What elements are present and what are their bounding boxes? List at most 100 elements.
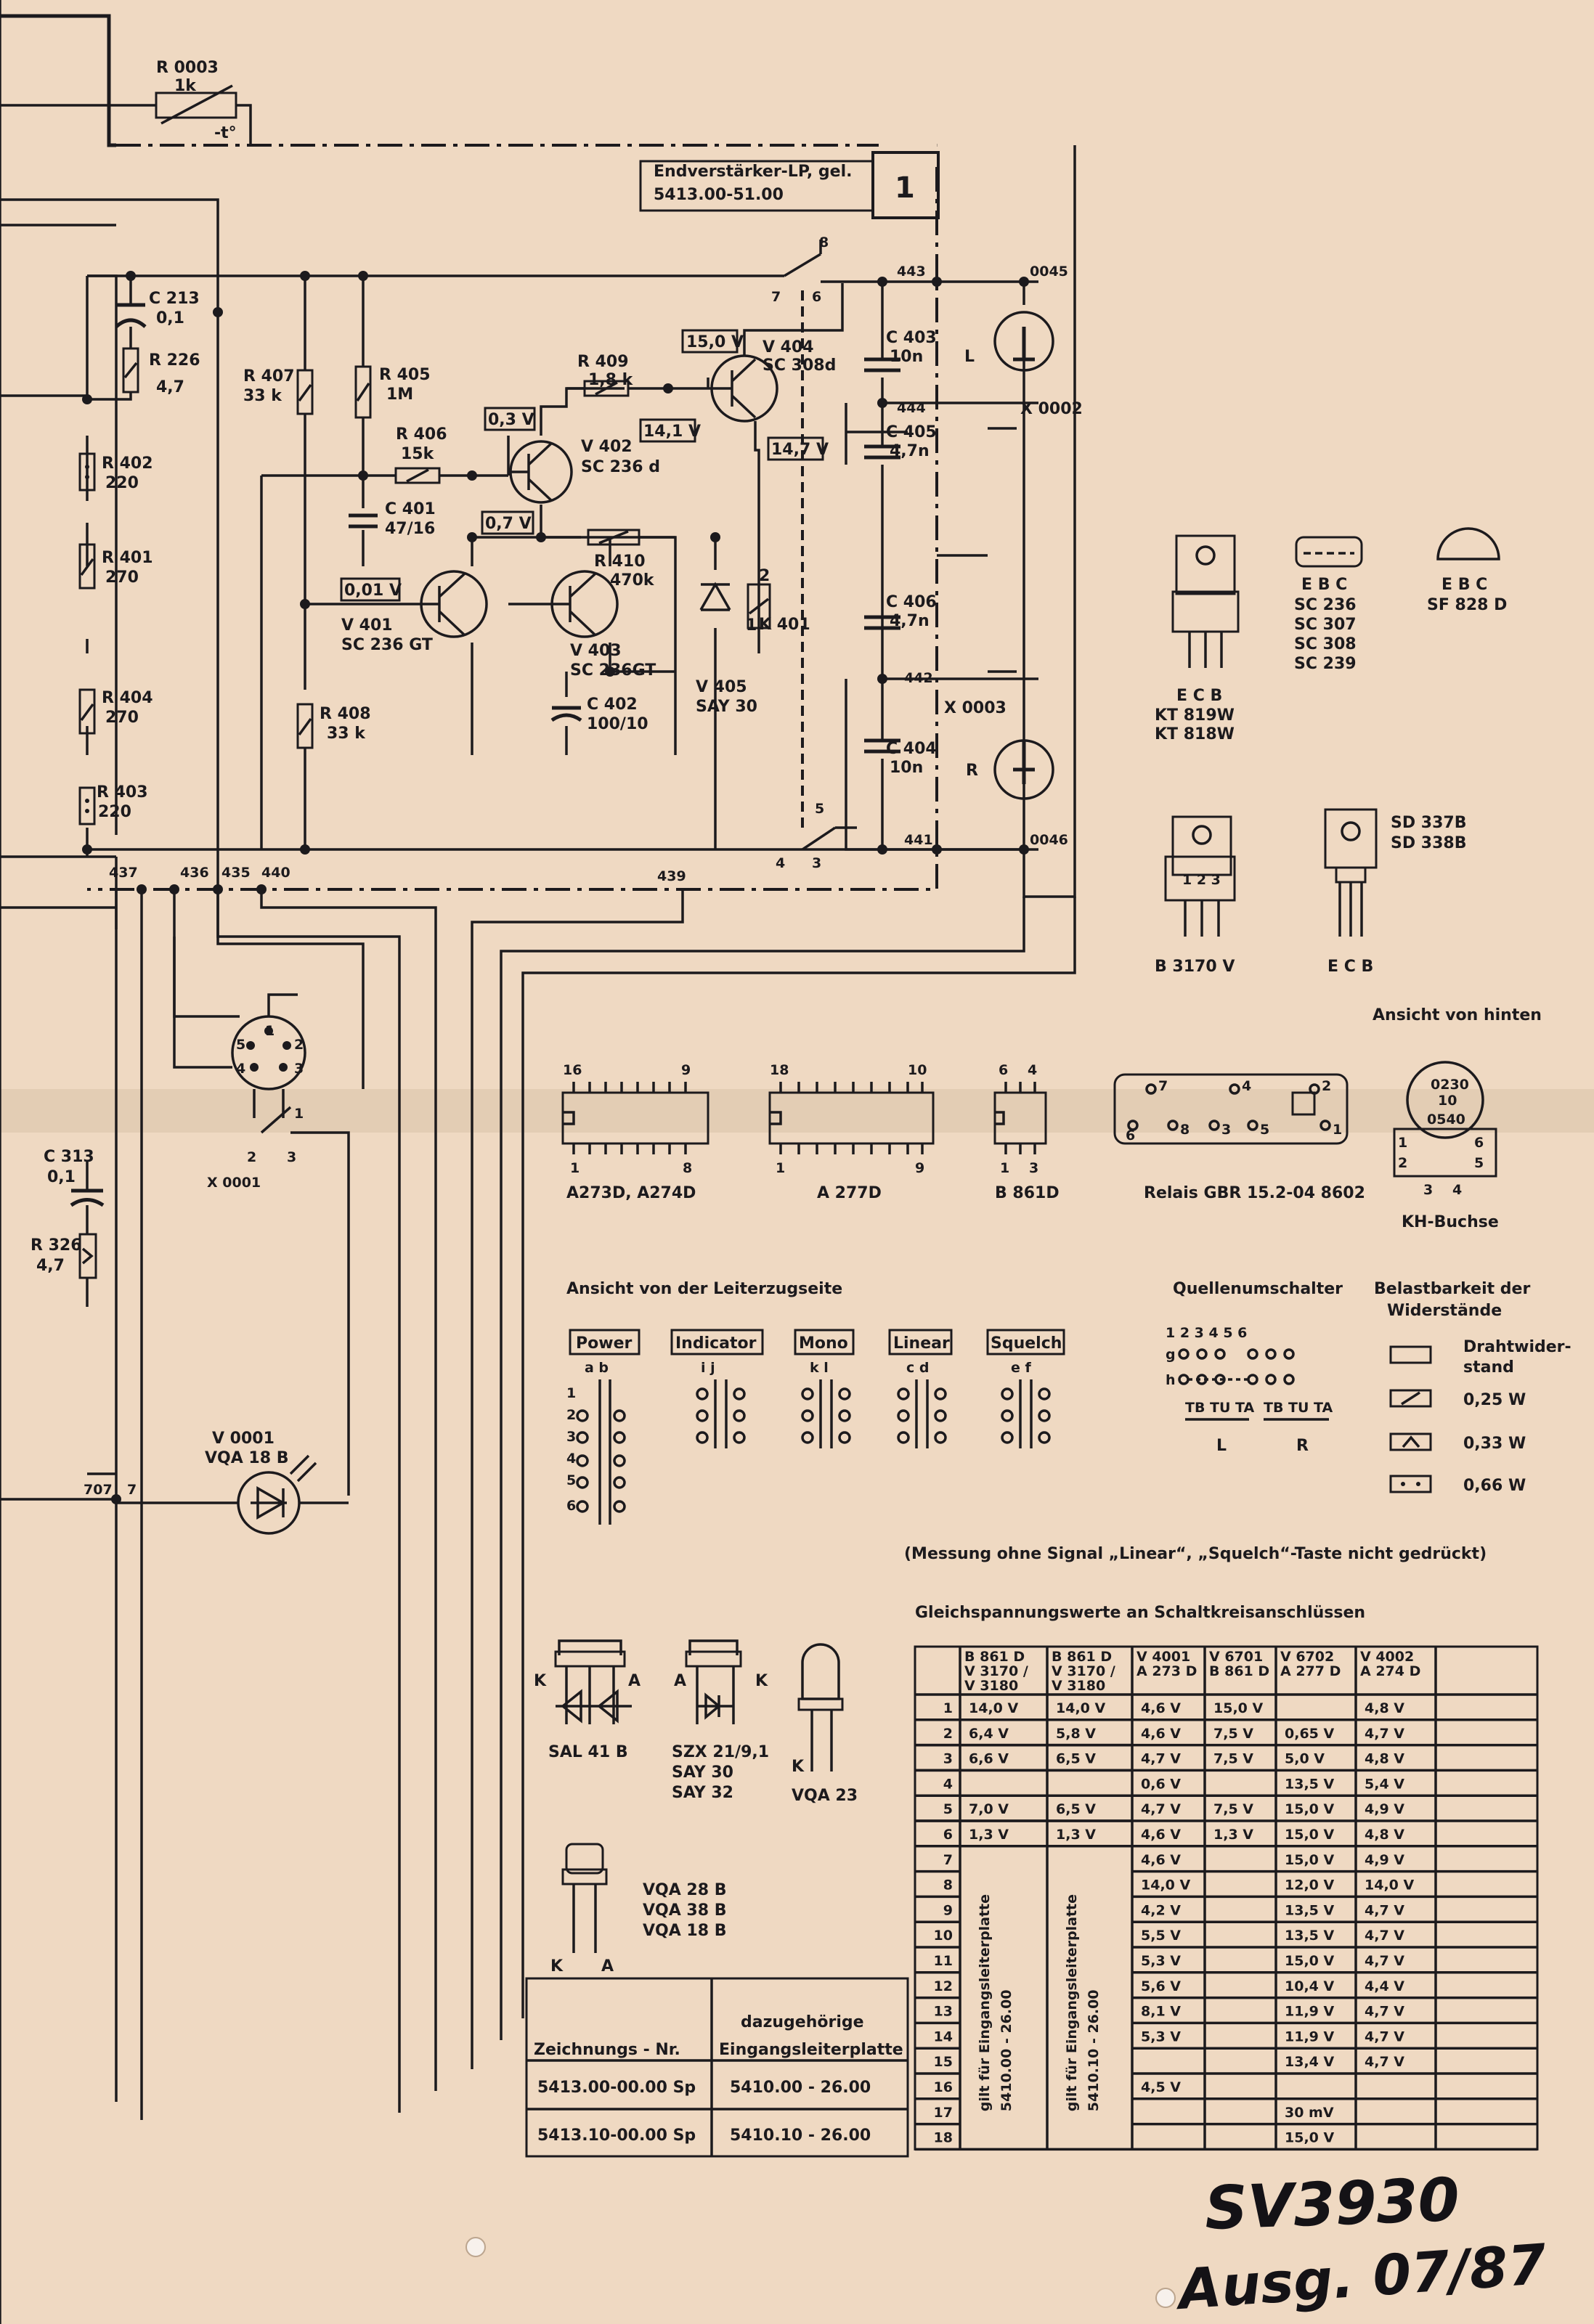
dc-table-cell: 4,7 V <box>1365 1726 1404 1742</box>
package-kt819: E C B KT 819W KT 818W <box>1155 534 1240 743</box>
ic1-pin16: 16 <box>563 1062 582 1078</box>
dc-table-cell: 4,9 V <box>1365 1801 1404 1817</box>
pkg-sf828-pins: E B C <box>1441 576 1487 594</box>
relay-pin7: 7 <box>1158 1078 1168 1094</box>
c403-ref: C 403 <box>886 329 937 347</box>
voltage-15v: 15,0 V <box>686 333 744 351</box>
switch-power-row1: 1 <box>566 1385 576 1401</box>
pkg-kt818-name: KT 818W <box>1155 725 1235 743</box>
r406-value: 15k <box>401 445 435 463</box>
ic3-pin6: 6 <box>999 1062 1008 1078</box>
relay-pin1: 1 <box>1333 1122 1342 1138</box>
junction-dots <box>82 271 1029 1504</box>
dc-table-cell: 4,9 V <box>1365 1852 1404 1868</box>
switch-indicator: Indicator i j <box>670 1329 764 1448</box>
node-0046: 0046 <box>1030 832 1068 848</box>
kh-name: KH-Buchse <box>1402 1213 1499 1231</box>
dc-table-pin-number: 10 <box>934 1928 953 1944</box>
header-title: Endverstärker-LP, gel. <box>654 163 853 181</box>
c401-value: 47/16 <box>385 520 435 538</box>
switch-mono-cols: k l <box>810 1360 829 1376</box>
kh-top: 0230 <box>1431 1077 1469 1093</box>
header-drawing-no: 5413.00-51.00 <box>654 186 784 204</box>
x0001-pin-1: 1 <box>294 1106 304 1122</box>
node-443: 443 <box>897 264 926 280</box>
component-r402: R 402 220 <box>78 452 153 492</box>
voltage-0-01v: 0,01 V <box>344 582 402 600</box>
pkg-sd337: SD 337B <box>1391 814 1466 832</box>
model-stamp: SV3930 <box>1203 2166 1460 2243</box>
c313-ref: C 313 <box>44 1148 94 1166</box>
pkg-sf828-name: SF 828 D <box>1427 596 1507 614</box>
dc-table-header-cell: V 3180 <box>1052 1678 1105 1694</box>
relay-pin4: 4 <box>1242 1078 1251 1094</box>
r401-value: 270 <box>105 568 139 587</box>
c402-value: 100/10 <box>587 715 648 733</box>
led-vqa23: K VQA 23 <box>792 1643 858 1805</box>
ic2-pin1: 1 <box>776 1160 785 1176</box>
component-r404: R 404 270 <box>78 688 153 735</box>
dc-table-cell: 4,7 V <box>1141 1801 1181 1817</box>
dc-table-pin-number: 6 <box>943 1827 953 1843</box>
node-440: 440 <box>261 865 290 881</box>
sal41b-k: K <box>534 1672 547 1690</box>
x0001-pin-3: 3 <box>287 1149 296 1165</box>
dc-table-cell: 1,3 V <box>969 1827 1009 1843</box>
transistor-v403: V 403 SC 236GT <box>550 570 656 680</box>
dc-table-cell: 1,3 V <box>1213 1827 1253 1843</box>
v404-type: SC 308d <box>763 356 836 375</box>
switch-power-row2: 2 <box>566 1407 576 1423</box>
dc-table-cell: 7,5 V <box>1213 1751 1253 1767</box>
r410-value: 470k <box>610 571 655 590</box>
dc-table-cell: 14,0 V <box>1365 1877 1414 1893</box>
dc-table-pin-number: 12 <box>934 1978 953 1994</box>
switch-linear-cols: c d <box>906 1360 929 1376</box>
component-r410: R 410 470k <box>587 529 655 590</box>
source-switch-tb-r: TB TU TA <box>1264 1400 1333 1416</box>
r410-ref: R 410 <box>594 553 646 571</box>
main-circuit-wires <box>86 145 1076 2120</box>
package-b3170: 1 2 3 B 3170 V <box>1155 815 1236 976</box>
relay-pin6: 6 <box>1126 1128 1135 1143</box>
relay-pin5: 5 <box>1260 1122 1269 1138</box>
node-435: 435 <box>221 865 251 881</box>
legend-wire-1: Drahtwider- <box>1463 1338 1571 1356</box>
v401-ref: V 401 <box>341 616 393 635</box>
dc-table-cell: 13,5 V <box>1285 1928 1334 1944</box>
dc-table-header-cell: V 4001 <box>1136 1649 1190 1665</box>
node-437: 437 <box>109 865 138 881</box>
switch-pin-4: 4 <box>776 855 785 871</box>
din-pin-3: 3 <box>294 1061 304 1077</box>
jack-left-label: L <box>964 348 975 366</box>
dc-table-cell: 5,3 V <box>1141 1953 1181 1969</box>
drawing-table-h2: dazugehörige <box>741 2013 864 2031</box>
pkg-b3170-name: B 3170 V <box>1155 958 1235 976</box>
kh-b3: 3 <box>1423 1182 1433 1198</box>
dc-table-pin-number: 7 <box>943 1852 953 1868</box>
dc-table-pin-number: 2 <box>943 1726 953 1742</box>
header-title-block: Endverstärker-LP, gel. 5413.00-51.00 1 <box>639 151 940 219</box>
din-pin-5: 5 <box>236 1037 245 1053</box>
vqa-name-1: VQA 28 B <box>643 1881 726 1899</box>
kh-socket: 0230 10 0540 1 6 2 5 3 4 KH-Buchse <box>1393 1061 1499 1231</box>
dc-table-cell: 4,6 V <box>1141 1726 1181 1742</box>
legend-wire-2: stand <box>1463 1358 1514 1377</box>
pkg-kt819-pins: E C B <box>1176 687 1222 705</box>
dc-table-cell: 6,4 V <box>969 1726 1009 1742</box>
jack-right-label: R <box>966 762 978 780</box>
dc-table-cell: 4,4 V <box>1365 1978 1404 1994</box>
component-r401: R 401 270 <box>78 543 153 590</box>
node-441: 441 <box>904 832 933 848</box>
dc-table-cell: 5,8 V <box>1056 1726 1096 1742</box>
dc-table-cell: 4,7 V <box>1365 1928 1404 1944</box>
ic-b861d: 6 4 1 3 B 861D <box>993 1062 1060 1202</box>
dc-table-cell: 11,9 V <box>1285 2029 1334 2044</box>
dc-table-cell: 6,6 V <box>969 1751 1009 1767</box>
dc-table-cell: 5,3 V <box>1141 2029 1181 2044</box>
dc-table-header-cell: A 273 D <box>1136 1663 1197 1679</box>
dc-table-note-1: 5410.00 - 26.00 <box>999 1989 1014 2111</box>
v0001-type: VQA 18 B <box>205 1449 288 1467</box>
package-sf828: E B C SF 828 D <box>1427 527 1507 614</box>
ic2-pin18: 18 <box>770 1062 789 1078</box>
c404-value: 10n <box>890 759 923 777</box>
